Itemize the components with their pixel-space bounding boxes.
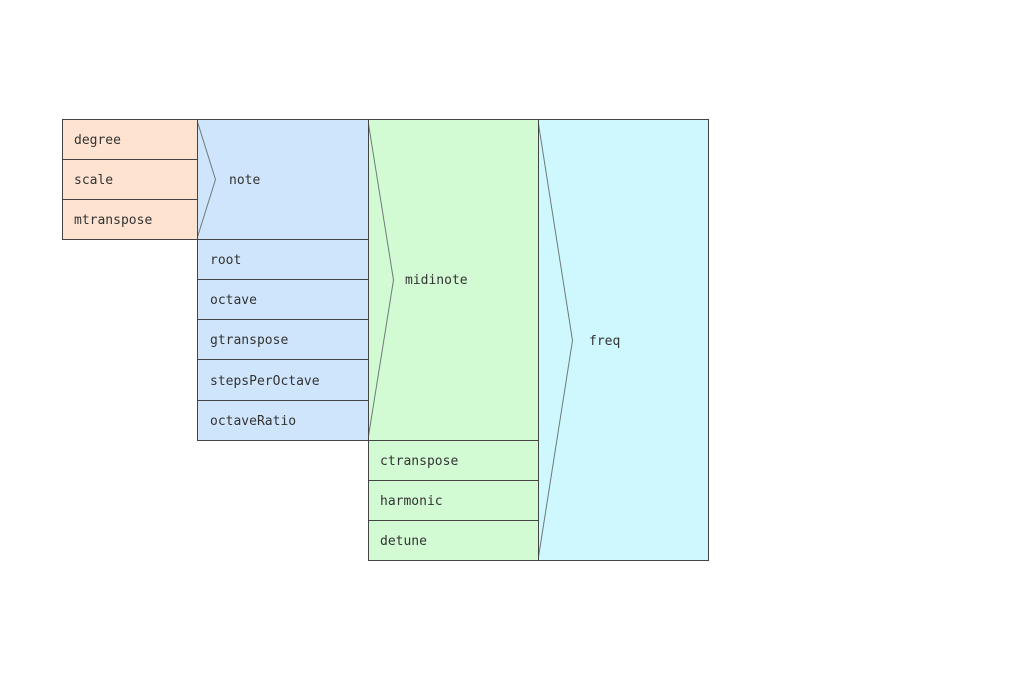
harmonic-cell <box>368 480 539 521</box>
mtranspose-label: mtranspose <box>74 213 152 228</box>
midinote-label: midinote <box>405 273 468 288</box>
freq-box <box>538 119 709 561</box>
gtranspose-label: gtranspose <box>210 333 288 348</box>
freq-label: freq <box>589 334 620 349</box>
degree-cell <box>62 119 198 160</box>
note-arrow <box>197 121 217 238</box>
ctranspose-label: ctranspose <box>380 454 458 469</box>
octave-ratio-cell <box>197 400 369 441</box>
note-box <box>197 119 369 240</box>
detune-label: detune <box>380 534 427 549</box>
degree-label: degree <box>74 133 121 148</box>
root-label: root <box>210 253 241 268</box>
harmonic-label: harmonic <box>380 494 443 509</box>
freq-column: freq <box>538 119 709 561</box>
midinote-column: midinote ctranspose harmonic detune <box>368 119 539 561</box>
note-label: note <box>229 173 260 188</box>
scale-label: scale <box>74 173 113 188</box>
mtranspose-cell <box>62 199 198 240</box>
note-column: note root octave gtranspose stepsPerOcta… <box>197 119 369 441</box>
detune-cell <box>368 520 539 561</box>
ctranspose-cell <box>368 440 539 481</box>
midinote-arrow <box>368 123 395 437</box>
steps-per-octave-label: stepsPerOctave <box>210 374 320 389</box>
steps-per-octave-cell <box>197 359 369 401</box>
gtranspose-cell <box>197 319 369 360</box>
freq-arrow <box>538 123 574 558</box>
octave-label: octave <box>210 293 257 308</box>
octave-ratio-label: octaveRatio <box>210 414 296 429</box>
degree-column: degree scale mtranspose <box>62 119 198 240</box>
